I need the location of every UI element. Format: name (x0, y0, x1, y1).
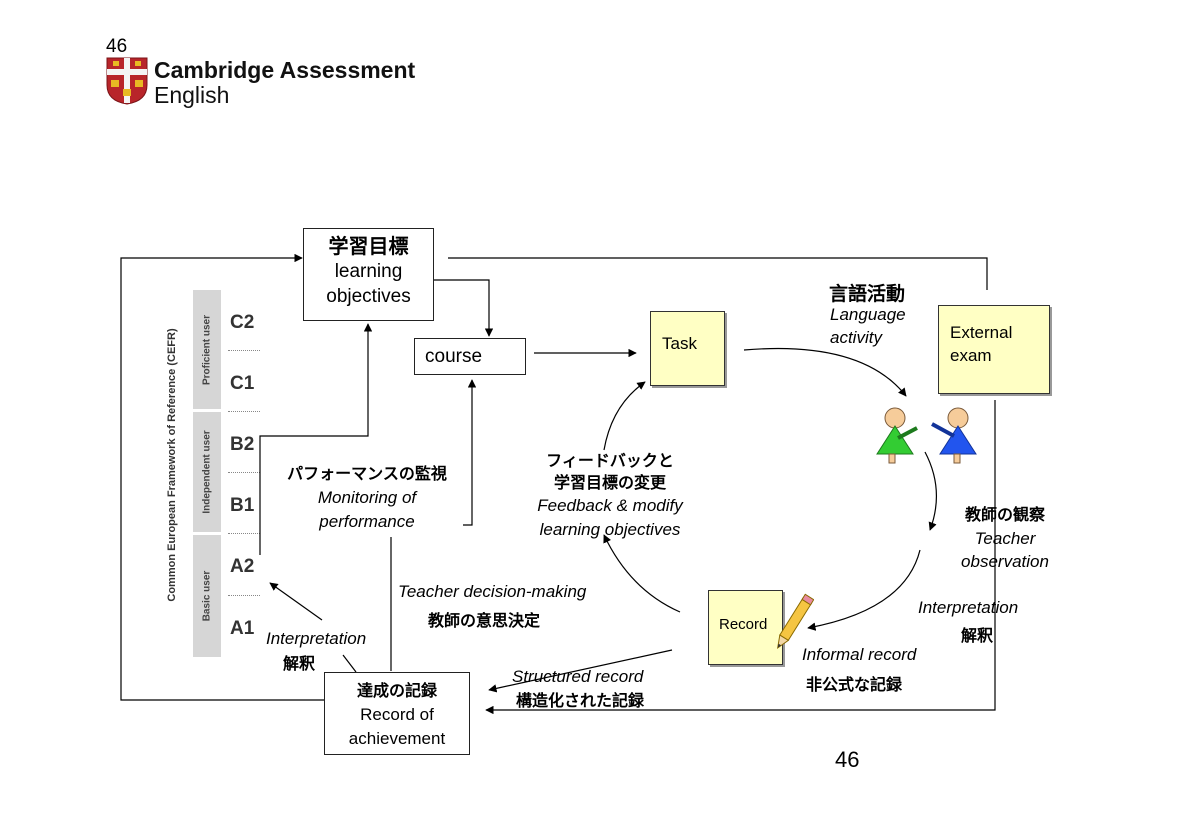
cefr-divider (228, 472, 260, 473)
observation-jp: 教師の観察 (964, 505, 1045, 524)
logo-line2: English (154, 82, 230, 108)
objectives-jp: 学習目標 (328, 234, 409, 258)
language-activity-figures-icon (876, 407, 977, 464)
logo: Cambridge Assessment English (106, 57, 415, 108)
interpretation-left-jp: 解釈 (283, 654, 316, 673)
record-note: Record (708, 590, 783, 665)
external-line2: exam (950, 346, 992, 365)
decision-jp: 教師の意思決定 (428, 611, 541, 630)
arc-activity-to-observation (924, 451, 937, 531)
activity-jp: 言語活動 (829, 283, 906, 305)
structured-record-en: Structured record (512, 667, 644, 686)
observation-en-1: Teacher (974, 529, 1036, 548)
record-label: Record (719, 616, 768, 633)
interpretation-left-en: Interpretation (266, 629, 367, 648)
achievement-jp: 達成の記録 (356, 681, 437, 700)
page-number-top: 46 (106, 36, 128, 57)
arrow-record-to-achievement (488, 649, 673, 693)
monitoring-en-2: performance (319, 512, 415, 531)
monitoring-jp: パフォーマンスの監視 (287, 464, 447, 483)
arc-record-to-feedback (603, 534, 681, 613)
cefr-level-a1: A1 (230, 618, 255, 639)
task-label: Task (662, 334, 697, 353)
cefr-divider (228, 533, 260, 534)
cefr-divider (228, 411, 260, 412)
logo-line1: Cambridge Assessment (154, 57, 416, 83)
objectives-en-2: objectives (326, 286, 411, 307)
line-interpretation-to-achievement (342, 654, 357, 673)
pencil-icon (777, 593, 814, 649)
achievement-en-1: Record of (360, 705, 434, 724)
arrow-achievement-to-objectives (120, 253, 324, 701)
cambridge-crest-icon (106, 57, 148, 105)
cefr-level-a2: A2 (230, 556, 255, 577)
objectives-box: 学習目標 learning objectives (303, 228, 434, 321)
arrow-external-to-achievement (485, 400, 996, 715)
course-label: course (425, 346, 483, 367)
arrow-objectives-to-course (434, 279, 494, 337)
observation-en-2: observation (961, 552, 1049, 571)
task-note: Task (650, 311, 725, 386)
feedback-en-2: learning objectives (539, 520, 681, 539)
feedback-en-1: Feedback & modify (537, 496, 683, 515)
cefr-group-proficient: Proficient user (193, 290, 221, 409)
cefr-level-c1: C1 (230, 373, 255, 394)
cefr-level-b1: B1 (230, 495, 255, 516)
activity-en-1: Language (830, 305, 906, 324)
arrow-cefr-to-objectives (259, 323, 373, 555)
cefr-divider (228, 350, 260, 351)
decision-en: Teacher decision-making (398, 582, 587, 601)
cefr-group-independent: Independent user (193, 412, 221, 532)
structured-record-jp: 構造化された記録 (516, 691, 645, 710)
feedback-jp-2: 学習目標の変更 (553, 473, 666, 492)
feedback-label: フィードバックと 学習目標の変更 Feedback & modify learn… (510, 450, 710, 542)
observation-label: 教師の観察 Teacher observation (940, 503, 1070, 573)
arc-feedback-to-task (603, 381, 646, 451)
cefr-group-basic: Basic user (193, 535, 221, 657)
external-line1: External (950, 323, 1013, 342)
interpretation-right-jp: 解釈 (961, 626, 994, 645)
arc-task-to-activity (743, 347, 907, 397)
informal-record-en: Informal record (802, 645, 917, 664)
achievement-box: 達成の記録 Record of achievement (324, 672, 470, 755)
external-exam-note: External exam (938, 305, 1050, 394)
monitoring-label: パフォーマンスの監視 Monitoring of performance (277, 462, 457, 534)
cefr-level-c2: C2 (230, 312, 255, 333)
achievement-en-2: achievement (348, 729, 446, 748)
interpretation-right-en: Interpretation (918, 598, 1019, 617)
course-box: course (414, 338, 526, 375)
cefr-level-b2: B2 (230, 434, 255, 455)
feedback-jp-1: フィードバックと (546, 451, 674, 470)
page-number-bottom: 46 (835, 747, 860, 772)
monitoring-en-1: Monitoring of (317, 488, 417, 507)
cefr-divider (228, 595, 260, 596)
objectives-en-1: learning (334, 261, 403, 282)
line-objectives-to-external (448, 257, 988, 290)
arrow-interpretation-to-a2 (269, 582, 323, 621)
arrow-monitoring-to-course (463, 379, 477, 526)
arc-observation-to-record (807, 549, 921, 631)
activity-en-2: activity (830, 328, 882, 347)
informal-record-jp: 非公式な記録 (806, 675, 903, 694)
